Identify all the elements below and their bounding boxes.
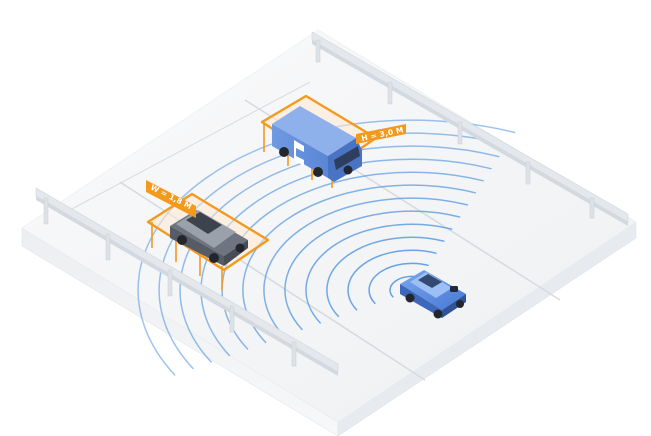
- radar-sensor-icon: [450, 286, 458, 292]
- road-slab: [22, 30, 636, 436]
